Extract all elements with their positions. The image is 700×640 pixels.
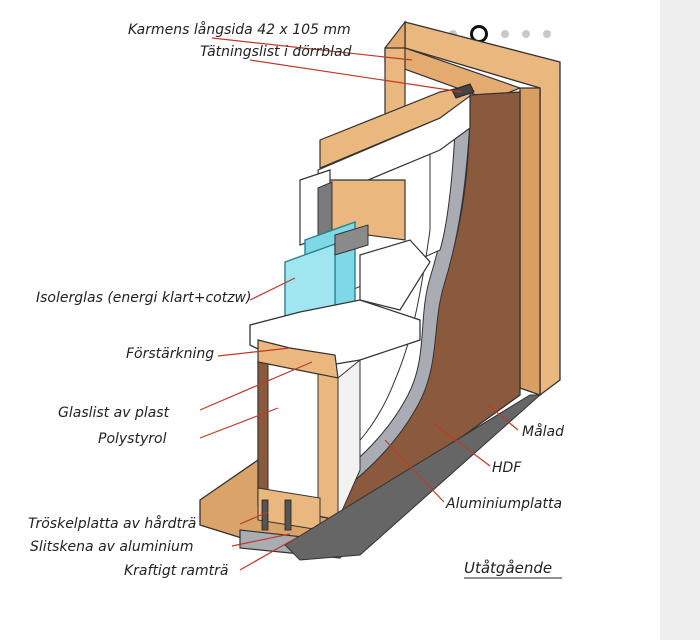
label-karmens-langsida: Karmens långsida 42 x 105 mm bbox=[128, 22, 351, 38]
carousel-dot-4[interactable] bbox=[501, 30, 509, 38]
label-utatgaende: Utåtgående bbox=[464, 559, 553, 577]
leader-polystyrol bbox=[199, 407, 279, 439]
top-glazing-bead-grey bbox=[317, 181, 333, 237]
leaf-lower-right-wood bbox=[317, 373, 339, 521]
leader-malad bbox=[487, 404, 519, 431]
leader-hdf bbox=[432, 422, 491, 467]
leader-troskelplatta bbox=[239, 511, 269, 525]
carousel-dot-5[interactable] bbox=[522, 30, 530, 38]
glass-spacer bbox=[334, 224, 369, 256]
leader-glaslist bbox=[199, 361, 313, 411]
leader-isolerglas bbox=[249, 277, 296, 301]
door-cross-section-diagram bbox=[199, 20, 562, 579]
label-troskelplatta: Tröskelplatta av hårdträ bbox=[28, 516, 197, 532]
rail-bolt-right bbox=[284, 499, 292, 531]
leader-slitskena bbox=[231, 533, 291, 547]
frame-right-front bbox=[519, 87, 541, 396]
lower-glazing-bead-inner bbox=[359, 239, 431, 311]
scrollbar-track[interactable] bbox=[660, 0, 700, 640]
leader-karmens bbox=[211, 37, 413, 61]
label-kraftigt-ramtra: Kraftigt ramträ bbox=[124, 563, 229, 579]
threshold-base bbox=[284, 394, 542, 561]
leader-forstarkning bbox=[217, 347, 291, 357]
seal-strip-shape bbox=[451, 83, 475, 99]
leaf-top-wood bbox=[319, 85, 471, 169]
leader-ramtra bbox=[239, 537, 297, 571]
label-aluminiumplatta: Aluminiumplatta bbox=[446, 496, 563, 512]
label-slitskena: Slitskena av aluminium bbox=[30, 539, 194, 555]
label-tatningslist: Tätningslist i dörrblad bbox=[200, 44, 352, 60]
label-forstarkning: Förstärkning bbox=[126, 346, 215, 362]
label-polystyrol: Polystyrol bbox=[98, 431, 167, 447]
carousel-dot-6[interactable] bbox=[543, 30, 551, 38]
leader-tatningslist bbox=[249, 59, 463, 93]
label-hdf: HDF bbox=[492, 460, 522, 476]
label-isolerglas: Isolerglas (energi klart+cotzw) bbox=[36, 290, 252, 306]
label-malad: Målad bbox=[522, 424, 565, 440]
leaf-lower-side bbox=[337, 358, 361, 521]
rail-bolt-left bbox=[261, 499, 269, 531]
label-glaslist: Glaslist av plast bbox=[58, 405, 170, 421]
leader-aluminiumplatta bbox=[384, 439, 445, 503]
